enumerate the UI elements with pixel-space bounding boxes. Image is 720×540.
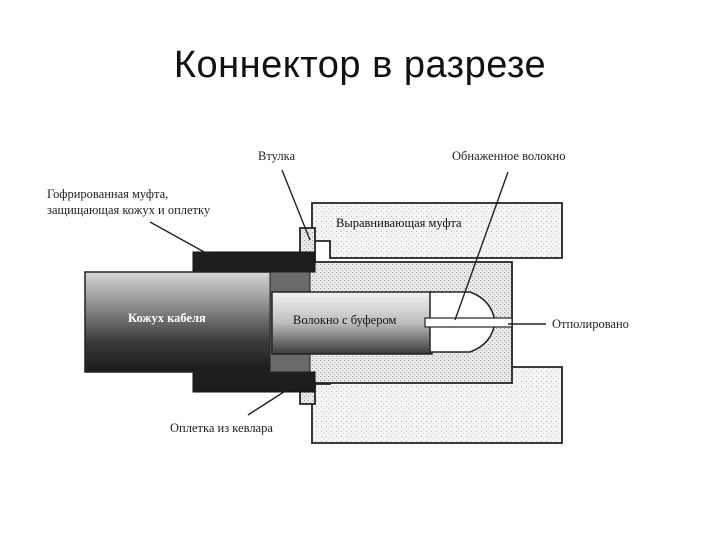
slide-title: Коннектор в разрезе [173, 44, 547, 86]
label-ferrule: Втулка [258, 149, 295, 163]
buffered-fiber [271, 291, 433, 355]
leader-lines [149, 169, 546, 416]
label-bare-fiber: Обнаженное волокно [452, 149, 566, 163]
cable-jacket [84, 271, 276, 373]
label-kevlar-braid: Оплетка из кевлара [170, 421, 273, 435]
crimp-sleeve-bottom [192, 371, 316, 393]
label-cable-jacket: Кожух кабеля [128, 311, 206, 325]
label-crimp-sleeve-line2: защищающая кожух и оплетку [47, 203, 211, 217]
bare-fiber [424, 317, 513, 328]
label-polished: Отполировано [552, 317, 629, 331]
label-buffered-fiber: Волокно с буфером [293, 313, 396, 327]
alignment-sleeve-upper [311, 202, 563, 259]
crimp-sleeve-top [192, 251, 316, 273]
alignment-sleeve-lower [311, 366, 563, 444]
label-alignment-sleeve: Выравнивающая муфта [336, 216, 462, 230]
label-crimp-sleeve-line1: Гофрированная муфта, [47, 187, 168, 201]
